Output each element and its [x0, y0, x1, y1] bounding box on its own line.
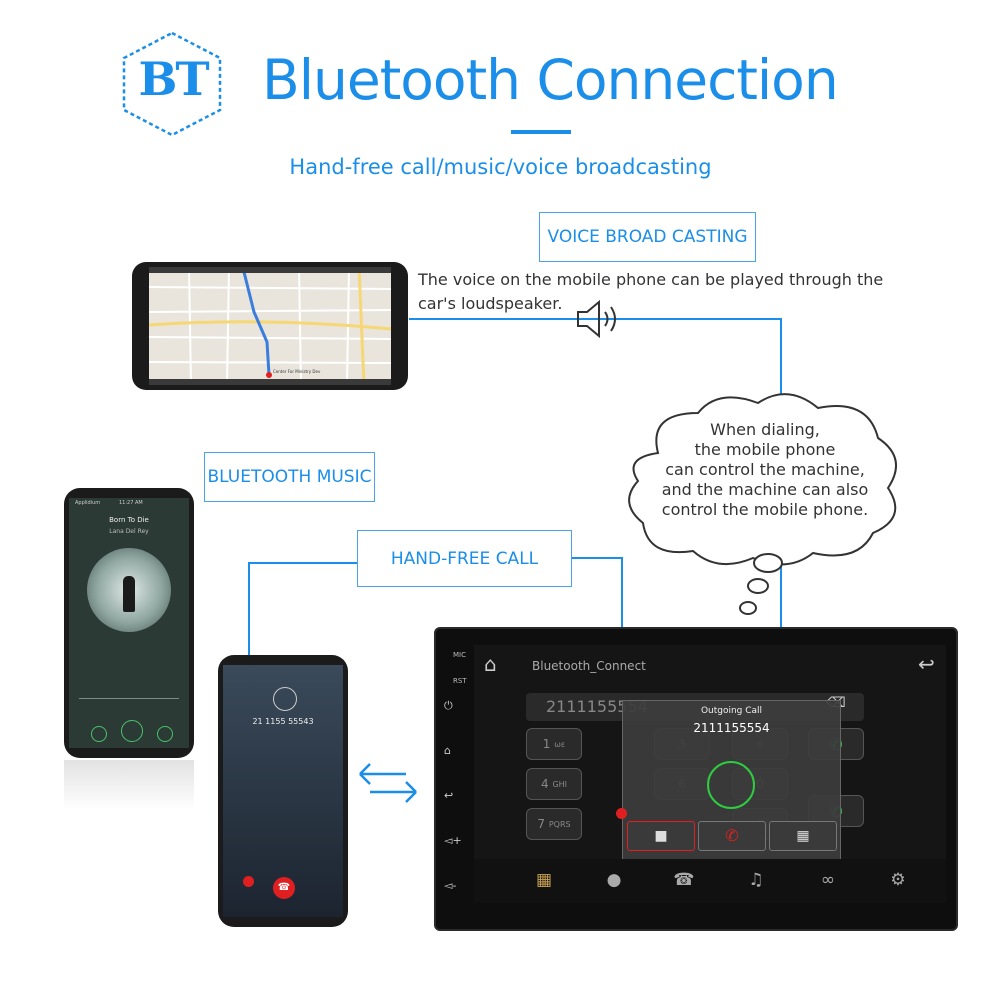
album-figure — [123, 576, 135, 612]
key-1-sub: ωε — [554, 739, 566, 749]
next-icon[interactable] — [157, 726, 173, 742]
cloud-line: When dialing, — [710, 420, 820, 439]
tab-contacts[interactable]: ● — [606, 870, 622, 890]
hangup-button[interactable]: ✆ — [698, 821, 766, 851]
tab-bar — [474, 859, 946, 903]
map-place-label: Center For Ministry Dev — [273, 369, 321, 374]
mic-label: MIC — [453, 651, 466, 659]
call-phone: 21 1155 55543 ☎ — [218, 655, 348, 927]
music-phone-reflection — [64, 760, 194, 810]
tab-call-log[interactable]: ☎ — [673, 870, 695, 890]
home-icon[interactable]: ⌂ — [484, 652, 497, 676]
song-title: Born To Die — [109, 516, 149, 524]
bidirectional-arrow-icon — [359, 763, 417, 803]
keypad-button[interactable]: ▦ — [769, 821, 837, 851]
caller-avatar — [273, 687, 297, 711]
key-7[interactable]: 7 PQRS — [526, 808, 582, 840]
tab-settings[interactable]: ⚙ — [890, 870, 906, 890]
popup-title: Outgoing Call — [700, 706, 763, 716]
tab-link[interactable]: ∞ — [820, 870, 836, 890]
head-unit-screen: ⌂ Bluetooth_Connect ↩ 2111155554 ⌫ 1 ωε … — [474, 645, 946, 903]
popup-number: 2111155554 — [693, 721, 770, 735]
cloud-line: and the machine can also — [661, 480, 869, 499]
hangup-button[interactable]: ☎ — [273, 877, 295, 899]
marker-dot — [616, 808, 627, 819]
power-icon[interactable]: ⏻ — [444, 699, 453, 712]
status-time: 11:27 AM — [119, 500, 143, 506]
song-artist: Lana Del Rey — [109, 528, 149, 535]
key-4-label: 4 — [540, 777, 549, 791]
status-left: Applidium — [75, 500, 101, 506]
connector-line — [409, 318, 781, 320]
key-1[interactable]: 1 ωε — [526, 728, 582, 760]
connector-line — [780, 318, 782, 400]
voice-description-line2: car's loudspeaker. — [418, 294, 563, 313]
connector-line — [248, 562, 358, 564]
bluetooth-music-label: BLUETOOTH MUSIC — [204, 452, 375, 502]
progress-bar[interactable] — [79, 698, 179, 699]
hand-free-call-label: HAND-FREE CALL — [357, 530, 572, 587]
voice-description-line1: The voice on the mobile phone can be pla… — [418, 270, 884, 289]
key-1-label: 1 — [542, 737, 551, 751]
bt-logo-text: BT — [138, 52, 209, 106]
connector-line — [780, 545, 782, 630]
head-unit: MIC RST ⏻ ⌂ ↩ ◅+ ◅- ⌂ Bluetooth_Connect … — [434, 627, 958, 931]
play-icon[interactable] — [121, 720, 143, 742]
key-4[interactable]: 4 GHI — [526, 768, 582, 800]
cloud-text: When dialing, the mobile phone can contr… — [640, 420, 890, 520]
tab-dialpad[interactable]: ▦ — [535, 870, 553, 890]
app-title: Bluetooth_Connect — [532, 659, 646, 673]
music-screen: Applidium 11:27 AM Born To Die Lana Del … — [69, 498, 189, 748]
cloud-line: can control the machine, — [665, 460, 865, 479]
volume-up-icon[interactable]: ◅+ — [444, 834, 462, 847]
rst-label: RST — [453, 677, 467, 685]
title-underline — [511, 130, 571, 134]
tab-music[interactable]: ♫ — [748, 870, 764, 890]
cloud-line: control the mobile phone. — [661, 500, 869, 519]
marker-dot — [243, 876, 254, 887]
cloud-line: the mobile phone — [694, 440, 836, 459]
home-icon[interactable]: ⌂ — [444, 744, 451, 757]
prev-icon[interactable] — [91, 726, 107, 742]
music-phone: Applidium 11:27 AM Born To Die Lana Del … — [64, 488, 194, 758]
speaker-icon — [577, 299, 616, 339]
map-phone: Center For Ministry Dev — [132, 262, 408, 390]
bt-logo-hexagon — [122, 31, 222, 137]
key-7-sub: PQRS — [548, 819, 571, 829]
connector-line — [570, 557, 622, 559]
call-number: 21 1155 55543 — [252, 717, 314, 726]
key-4-sub: GHI — [552, 779, 568, 789]
thought-cloud — [628, 393, 897, 615]
voice-description: The voice on the mobile phone can be pla… — [418, 268, 918, 316]
page-subtitle: Hand-free call/music/voice broadcasting — [289, 155, 712, 179]
outgoing-call-popup: Outgoing Call 2111155554 ■ ✆ ▦ — [622, 700, 841, 862]
page-title: Bluetooth Connection — [262, 48, 839, 112]
car-audio-button[interactable]: ■ — [627, 821, 695, 851]
voice-broadcasting-label: VOICE BROAD CASTING — [539, 212, 756, 262]
key-7-label: 7 — [537, 817, 546, 831]
map-graphic — [149, 267, 391, 385]
call-status-ring — [707, 761, 755, 809]
back-arrow-icon[interactable]: ↩ — [918, 652, 935, 676]
call-screen: 21 1155 55543 ☎ — [223, 665, 343, 917]
map-screen: Center For Ministry Dev — [149, 267, 391, 385]
back-icon[interactable]: ↩ — [444, 789, 454, 802]
volume-down-icon[interactable]: ◅- — [444, 879, 457, 892]
